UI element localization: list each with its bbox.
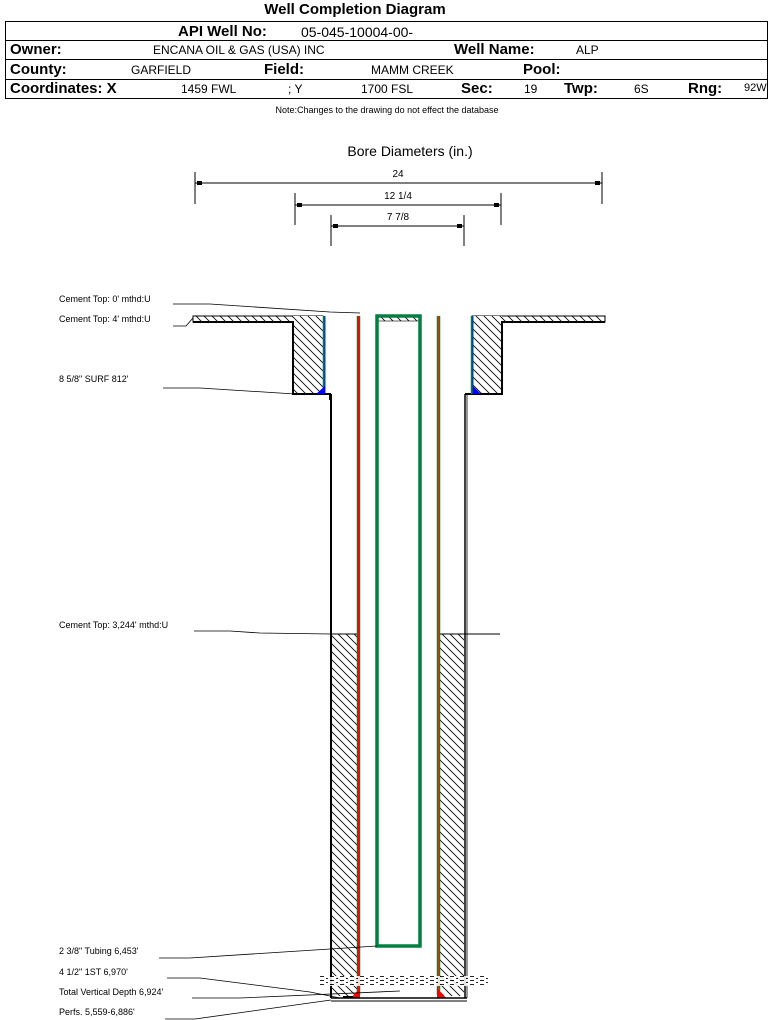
api-value: 05-045-10004-00- [301, 24, 414, 40]
annotation-production-casing: 4 1/2" 1ST 6,970' [59, 967, 128, 977]
surface-cement-right [465, 315, 606, 395]
cement-annulus-left [332, 634, 358, 996]
tubing [375, 314, 422, 948]
annotation-tubing: 2 3/8" Tubing 6,453' [59, 946, 139, 956]
note-text: Note:Changes to the drawing do not effec… [275, 105, 499, 115]
bore-dim-24: 24 [194, 169, 603, 204]
annotation-cement-top-4: Cement Top: 4' mthd:U [59, 314, 151, 324]
bore-dim-12-1-4-label: 12 1/4 [384, 191, 412, 202]
header-row-coordinates: Coordinates: X 1459 FWL ; Y 1700 FSL Sec… [5, 79, 768, 99]
bore-dim-7-7-8: 7 7/8 [330, 212, 465, 246]
annotation-cement-top-3244: Cement Top: 3,244' mthd:U [59, 620, 168, 630]
twp-value: 6S [634, 82, 649, 96]
perforation-zone [318, 976, 488, 986]
bore-title: Bore Diameters (in.) [347, 143, 472, 159]
bore-dim-12-1-4: 12 1/4 [294, 191, 502, 225]
county-label: County: [10, 61, 67, 78]
coord-y-value: 1700 FSL [361, 82, 414, 96]
sec-label: Sec: [461, 80, 493, 97]
cement-annulus-right [439, 634, 464, 996]
surface-shoe-right [473, 386, 481, 394]
field-value: MAMM CREEK [371, 63, 454, 77]
field-label: Field: [264, 61, 304, 78]
annotation-surface-casing: 8 5/8" SURF 812' [59, 374, 129, 384]
annotation-perfs: Perfs. 5,559-6,886' [59, 1007, 135, 1017]
well-name-label: Well Name: [454, 41, 535, 58]
header-row-owner: Owner: ENCANA OIL & GAS (USA) INC Well N… [5, 40, 768, 60]
surface-cement-left [192, 315, 331, 400]
coord-x-value: 1459 FWL [181, 82, 237, 96]
sec-value: 19 [524, 82, 538, 96]
county-value: GARFIELD [131, 63, 192, 77]
header-row-county: County: GARFIELD Field: MAMM CREEK Pool: [5, 60, 768, 80]
twp-label: Twp: [564, 80, 598, 97]
rng-label: Rng: [688, 80, 723, 97]
perf-red-right [437, 988, 446, 998]
coord-y-label: ; Y [288, 82, 303, 96]
header-row-api: API Well No: 05-045-10004-00- [5, 21, 768, 41]
bore-dim-7-7-8-label: 7 7/8 [387, 212, 410, 223]
page-title: Well Completion Diagram [264, 1, 446, 18]
owner-value: ENCANA OIL & GAS (USA) INC [153, 43, 325, 57]
rng-value: 92W [744, 82, 767, 94]
owner-label: Owner: [10, 41, 62, 58]
bore-dim-24-label: 24 [392, 169, 404, 180]
well-name-value: ALP [576, 43, 599, 57]
pool-label: Pool: [523, 61, 561, 78]
api-label: API Well No: [178, 23, 267, 40]
surface-shoe-left [316, 386, 325, 394]
annotation-total-depth: Total Vertical Depth 6,924' [59, 987, 164, 997]
coord-label: Coordinates: X [10, 80, 117, 97]
annotation-cement-top-0: Cement Top: 0' mthd:U [59, 294, 151, 304]
